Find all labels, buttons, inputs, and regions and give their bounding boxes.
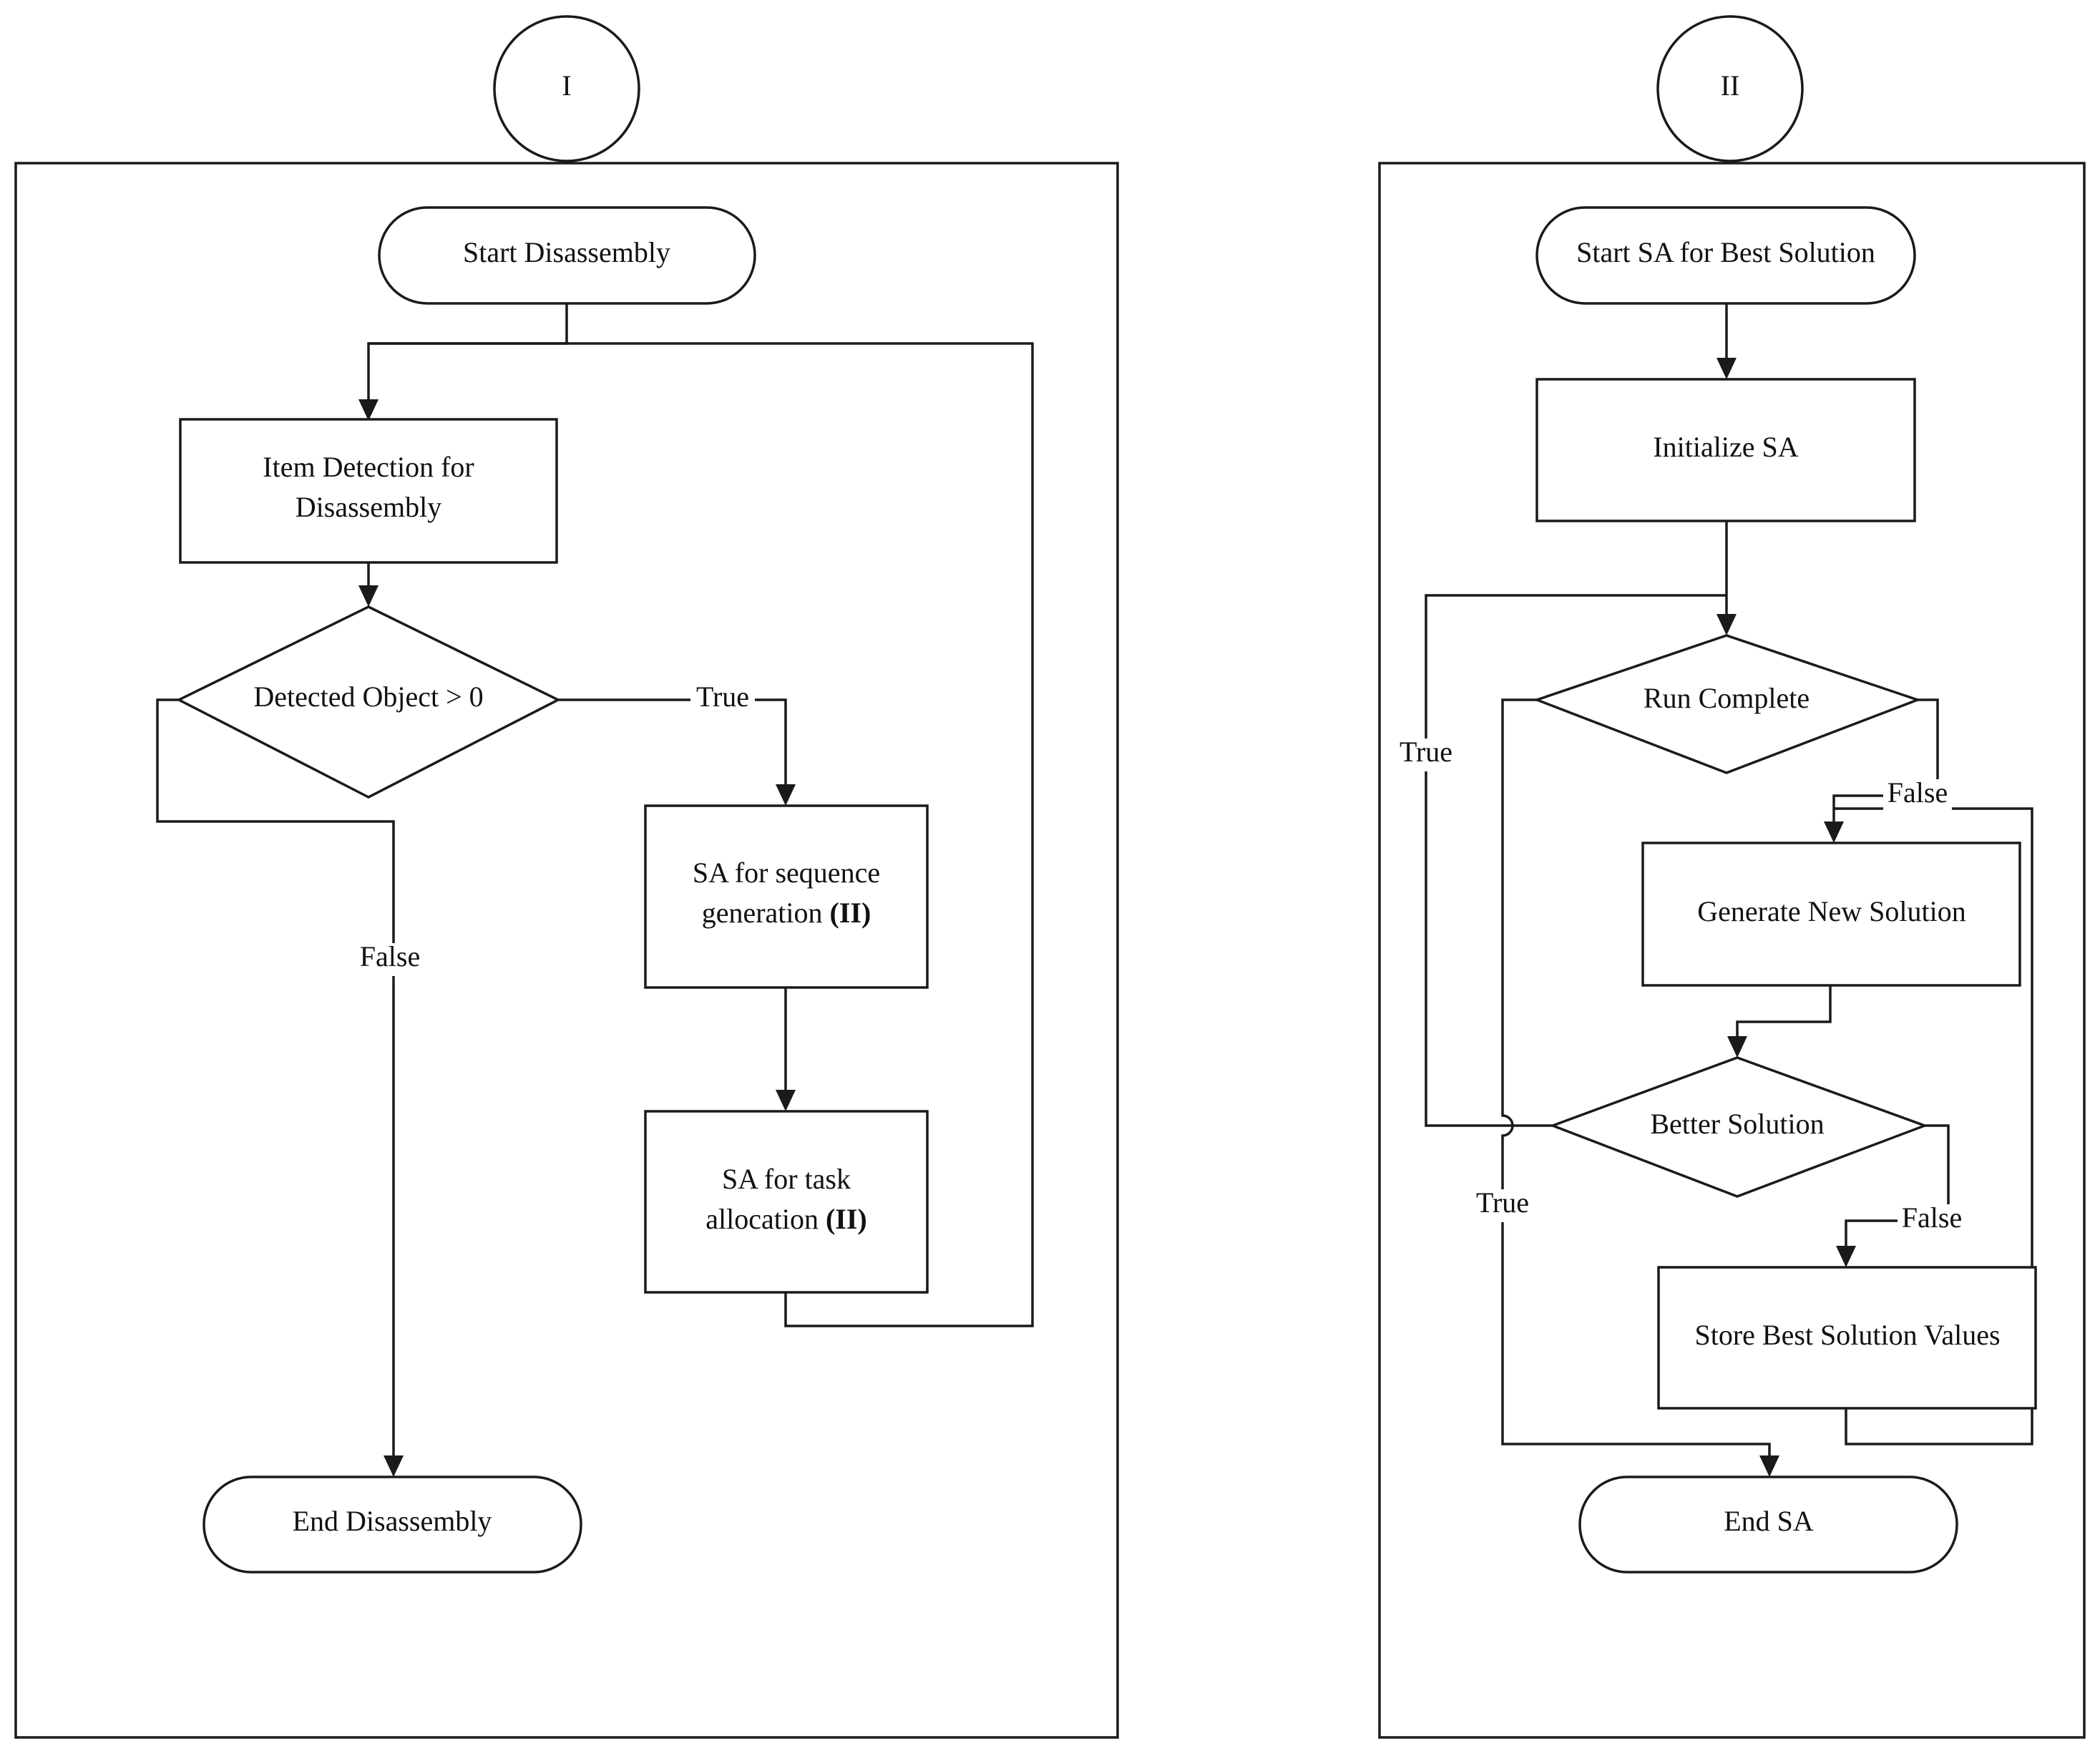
detected-object-decision <box>176 605 561 799</box>
sa-sequence-text-line2: generation (II) <box>702 897 871 929</box>
arrow-to-detection <box>358 399 379 421</box>
arrow-to-store <box>1836 1246 1856 1267</box>
run-complete-text: Run Complete <box>1644 682 1810 714</box>
sa-task-process <box>644 1110 929 1294</box>
start-disassembly-text: Start Disassembly <box>463 236 670 268</box>
arrow-to-task <box>776 1090 796 1111</box>
item-detection-process <box>179 418 558 564</box>
better-true-label: True <box>1400 736 1452 768</box>
arrow-to-init <box>1716 358 1737 379</box>
panel-ii-label: II <box>1721 69 1740 102</box>
panel-ii-label-circle <box>1656 15 1804 162</box>
better-solution-text: Better Solution <box>1650 1108 1824 1140</box>
detected-object-text: Detected Object > 0 <box>253 681 483 713</box>
sa-sequence-process <box>644 804 929 989</box>
arrow-to-decision <box>358 585 379 607</box>
store-best-process <box>1657 1266 2037 1410</box>
start-sa-text: Start SA for Best Solution <box>1576 236 1875 268</box>
start-sa-terminal <box>1535 206 1916 305</box>
run-complete-decision <box>1533 634 1922 774</box>
panel-i-frame <box>14 162 1119 1739</box>
end-sa-terminal <box>1578 1476 1958 1574</box>
decision-true-label: True <box>696 681 749 713</box>
panel-i-arrowheads <box>358 399 796 1477</box>
store-best-text: Store Best Solution Values <box>1694 1319 2000 1351</box>
panel-i-label: I <box>562 69 571 102</box>
decision-false-label: False <box>360 940 420 972</box>
sa-sequence-text-line1: SA for sequence <box>693 857 880 889</box>
arrow-to-end-sa <box>1759 1455 1779 1477</box>
generate-solution-text: Generate New Solution <box>1697 895 1965 927</box>
better-false-label: False <box>1902 1201 1962 1234</box>
end-sa-text: End SA <box>1724 1505 1814 1537</box>
item-detection-text-line2: Disassembly <box>296 491 441 523</box>
sa-task-text-line2: allocation (II) <box>705 1203 867 1235</box>
sa-task-text-line1: SA for task <box>722 1163 851 1195</box>
initialize-sa-text: Initialize SA <box>1653 431 1798 463</box>
run-true-label: True <box>1476 1186 1529 1219</box>
arrow-to-end <box>384 1455 404 1477</box>
end-disassembly-terminal <box>202 1476 582 1574</box>
better-solution-decision <box>1549 1056 1929 1198</box>
panel-ii-frame <box>1378 162 2086 1739</box>
arrow-to-generate <box>1824 821 1844 843</box>
panel-ii-arrowheads <box>1716 358 1856 1477</box>
arrow-to-sequence <box>776 784 796 806</box>
end-disassembly-text: End Disassembly <box>293 1505 492 1537</box>
panel-i-connectors <box>156 303 1034 1458</box>
panel-i-label-circle <box>493 15 640 162</box>
arrow-to-run-complete <box>1716 614 1737 635</box>
start-disassembly-terminal <box>378 206 756 305</box>
item-detection-text-line1: Item Detection for <box>263 451 474 483</box>
generate-solution-process <box>1641 842 2021 987</box>
arrow-to-better <box>1727 1036 1747 1058</box>
initialize-sa-process <box>1535 378 1916 522</box>
run-false-label: False <box>1887 776 1948 809</box>
